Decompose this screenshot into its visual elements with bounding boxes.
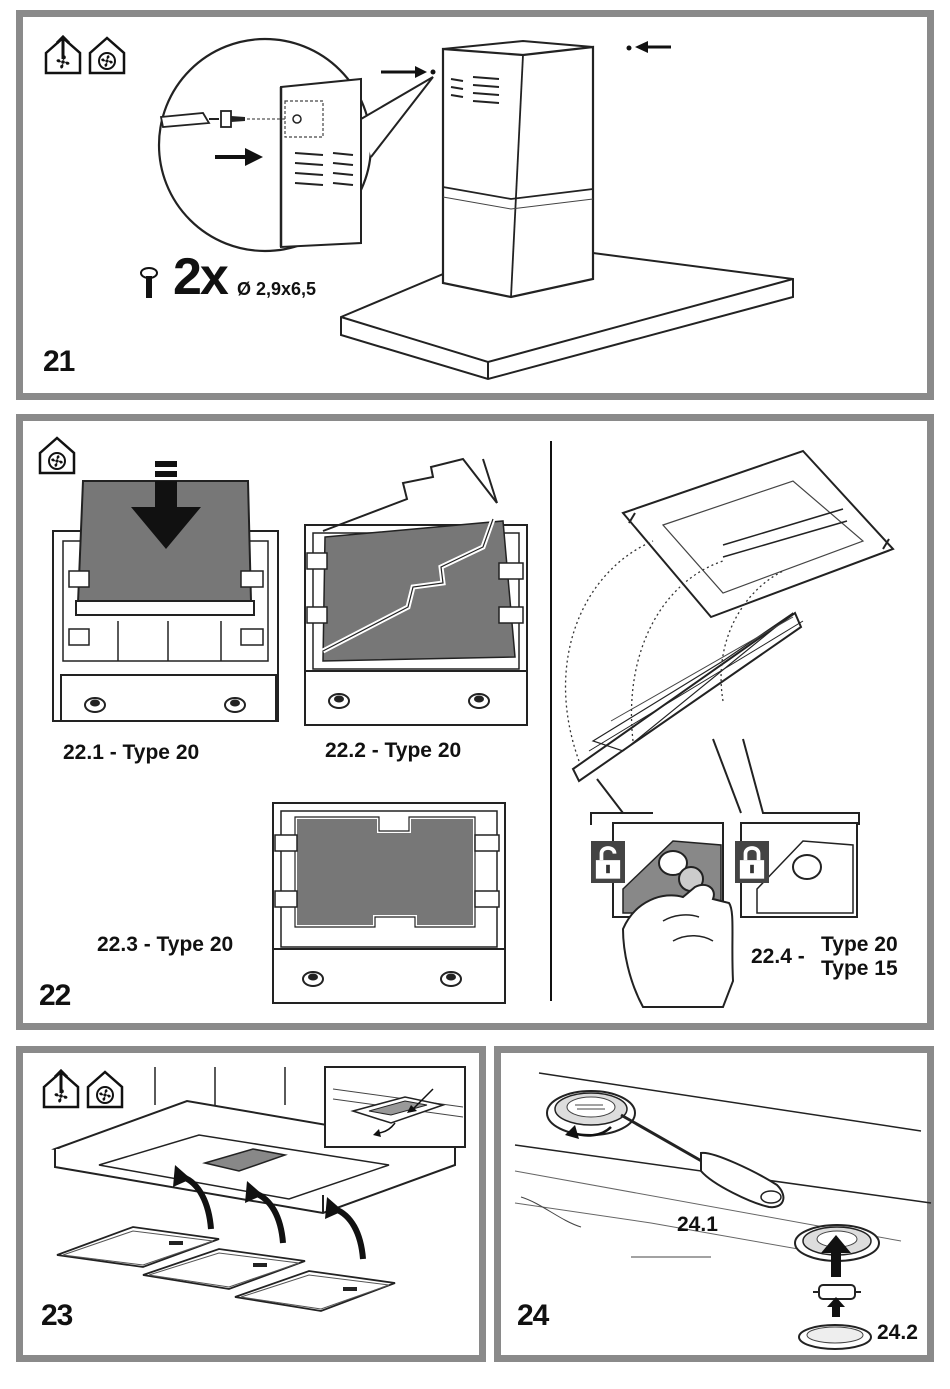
hood-underside-22-4	[566, 451, 893, 1007]
lock-closed-badge	[735, 841, 769, 883]
step-number: 24	[517, 1299, 548, 1333]
caption-22-4-type-b: Type 15	[821, 957, 898, 981]
caption-22-4-type-a: Type 20	[821, 933, 898, 957]
step-number: 23	[41, 1299, 72, 1333]
padlock-closed-icon	[738, 844, 766, 880]
screw-size: Ø 2,9x6,5	[237, 279, 316, 300]
screw-quantity: 2x	[173, 247, 227, 307]
caption-22-3: 22.3 - Type 20	[97, 933, 233, 957]
step-21-panel: 21 2x Ø 2,9x6,5	[16, 10, 934, 400]
caption-22-4-prefix: 22.4 -	[751, 945, 805, 969]
step-number: 21	[43, 345, 74, 379]
caption-22-1: 22.1 - Type 20	[63, 741, 199, 765]
screw-icon	[141, 268, 157, 298]
step-number: 22	[39, 979, 70, 1013]
step-22-panel: 22.1 - Type 20 22.2 - Type 20 22.3 - Typ…	[16, 414, 934, 1030]
sub-step-24-1: 24.1	[677, 1213, 718, 1237]
filter-frame-22-2	[305, 459, 527, 725]
lock-open-badge	[591, 841, 625, 883]
step-23-panel: 23	[16, 1046, 486, 1362]
hood-chimney-illustration	[23, 17, 927, 393]
filter-frame-22-1	[53, 461, 278, 721]
grease-filter-removal-illustration	[23, 1053, 479, 1355]
filter-frame-22-3	[273, 803, 505, 1003]
sub-step-24-2: 24.2	[877, 1321, 918, 1345]
padlock-open-icon	[594, 844, 622, 880]
caption-22-2: 22.2 - Type 20	[325, 739, 461, 763]
step-24-panel: 24.1 24.2 24	[494, 1046, 934, 1362]
lamp-replacement-illustration	[501, 1053, 927, 1355]
